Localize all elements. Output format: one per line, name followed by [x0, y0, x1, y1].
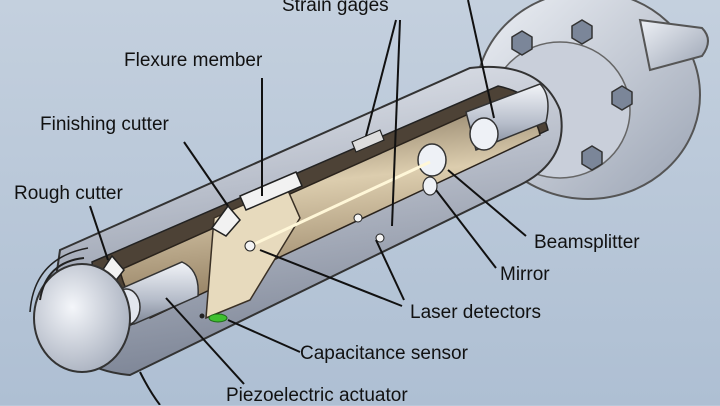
capacitance-sensor-element — [208, 313, 228, 323]
label-piezoelectric-actuator: Piezoelectric actuator — [226, 385, 408, 406]
leader-beamsplitter — [447, 169, 527, 237]
leader-rough-cutter — [89, 205, 109, 261]
label-laser-detectors: Laser detectors — [410, 302, 541, 323]
laser-detector — [353, 213, 363, 223]
label-capacitance-sensor: Capacitance sensor — [300, 343, 468, 364]
bolt-icon — [511, 30, 533, 56]
label-rough-cutter: Rough cutter — [14, 183, 123, 204]
leader-strain-gages-2 — [391, 19, 401, 227]
label-beamsplitter: Beamsplitter — [534, 232, 640, 253]
laser-beam — [249, 160, 431, 248]
leader-piezo-actuator — [165, 297, 245, 385]
bolt-icon — [581, 145, 603, 171]
strain-gage-slot — [351, 129, 385, 153]
leader-laser-detectors-1 — [259, 249, 403, 307]
leader-laser-detectors-2 — [375, 239, 405, 301]
end-cap — [29, 247, 131, 373]
bolt-icon — [611, 85, 633, 111]
label-mirror: Mirror — [500, 264, 550, 285]
label-strain-gages: Strain gages — [282, 0, 389, 16]
mirror-optic — [417, 143, 447, 177]
label-flexure-member: Flexure member — [124, 50, 263, 71]
leader-top-right — [467, 0, 495, 119]
bolt-icon — [571, 19, 593, 45]
label-finishing-cutter: Finishing cutter — [40, 114, 169, 135]
flange-bolts — [511, 19, 633, 171]
leader-mirror — [435, 189, 497, 269]
leader-finishing-cutter — [183, 141, 229, 207]
leader-strain-gages — [365, 19, 397, 137]
laser-detector — [375, 233, 385, 243]
beamsplitter-optic — [469, 117, 499, 151]
leader-capacitance-sensor — [227, 319, 301, 353]
leader-lines — [89, 0, 527, 405]
optics — [417, 83, 549, 196]
bottom-arc — [139, 371, 161, 405]
